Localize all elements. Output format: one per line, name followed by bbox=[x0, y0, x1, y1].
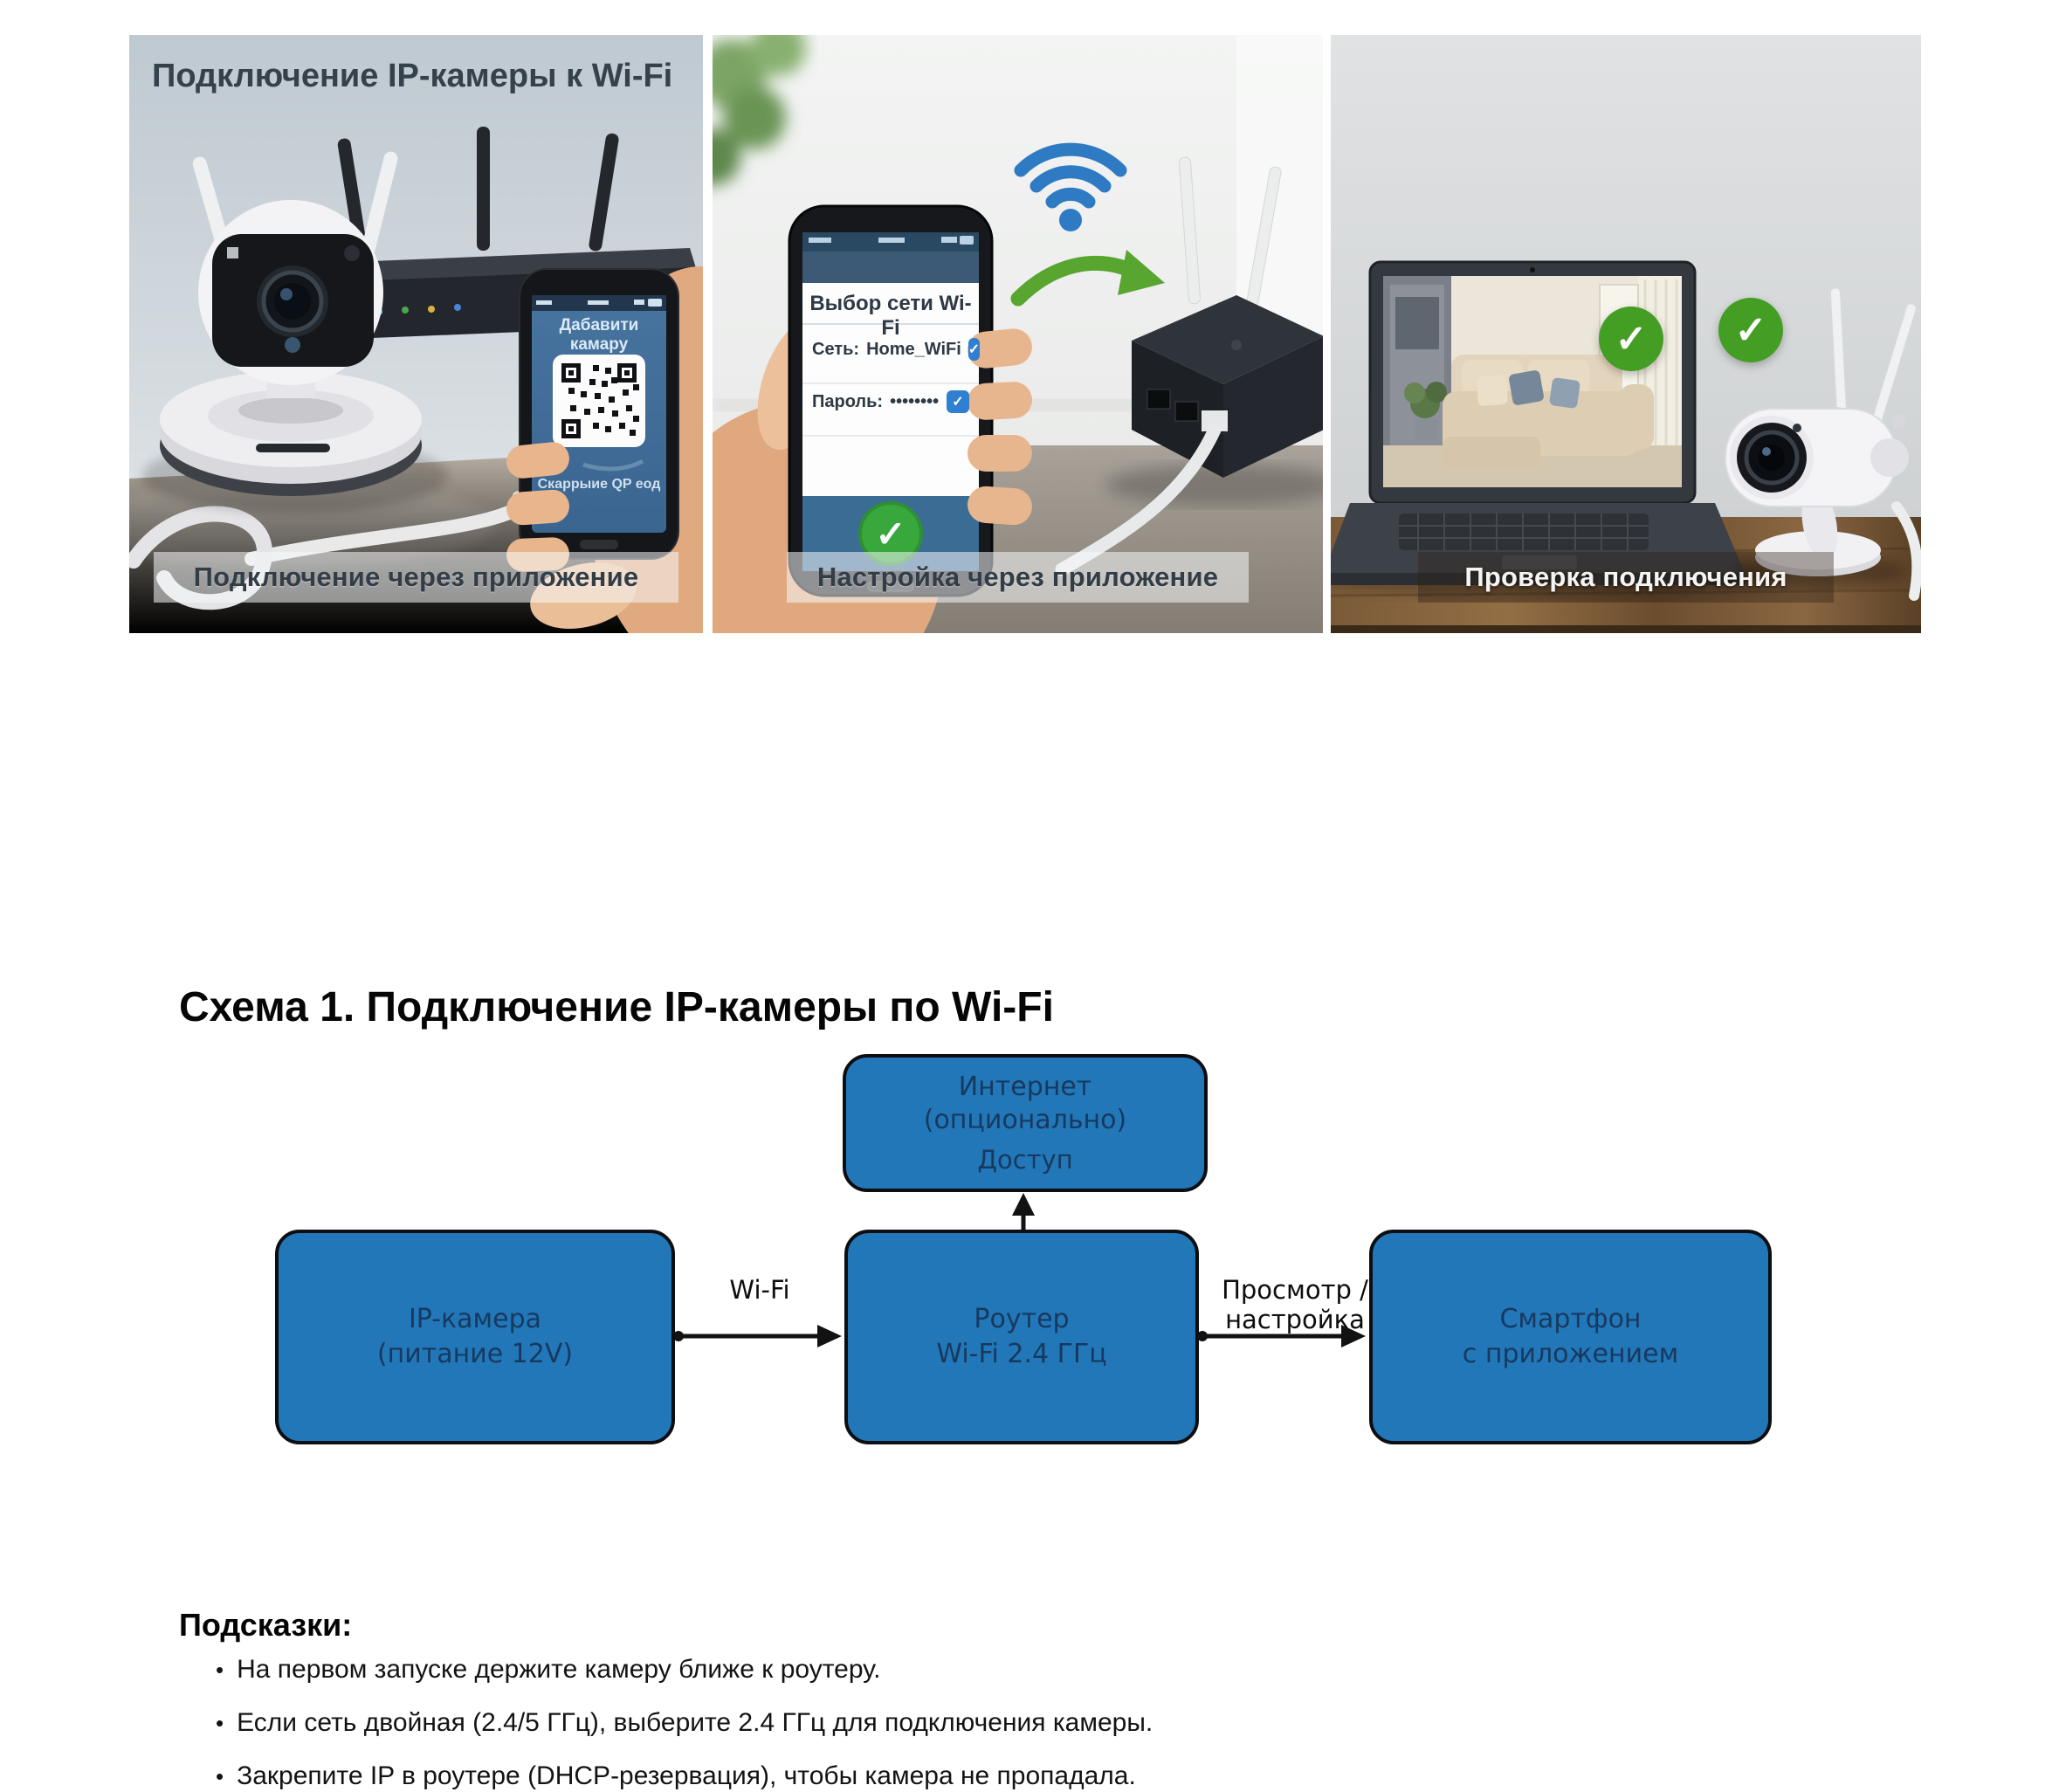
check-badge-icon: ✓ bbox=[1718, 298, 1783, 362]
node-ip-camera: IP-камера (питание 12V) bbox=[275, 1230, 675, 1444]
phone2-screen-title: Выбор сети Wi-Fi bbox=[809, 292, 972, 340]
node-smartphone-line2: с приложением bbox=[1462, 1339, 1679, 1369]
photo1-title-overlay: Подключение IP-камеры к Wi-Fi bbox=[152, 58, 673, 94]
tips-heading: Подсказки: bbox=[179, 1607, 353, 1643]
password-value: •••••••• bbox=[890, 391, 940, 411]
node-smartphone: Смартфон с приложением bbox=[1369, 1230, 1772, 1444]
edge-label-wifi: Wi-Fi bbox=[729, 1275, 790, 1305]
network-label: Сеть: bbox=[812, 339, 860, 359]
arrow-right-icon bbox=[1010, 250, 1165, 307]
hand-with-phone bbox=[506, 266, 703, 633]
photo1-caption: Подключение через приложение bbox=[154, 552, 678, 603]
bullet-icon: • bbox=[216, 1710, 224, 1736]
node-camera-line1: IP-камера bbox=[408, 1304, 542, 1334]
photo1-caption-text: Подключение через приложение bbox=[193, 562, 639, 592]
phone2-password-row: Пароль: •••••••• ✓ bbox=[812, 390, 969, 413]
qr-code-icon bbox=[553, 355, 645, 447]
node-router-line2: Wi-Fi 2.4 ГГц bbox=[936, 1339, 1107, 1369]
node-router: Роутер Wi-Fi 2.4 ГГц bbox=[844, 1230, 1199, 1444]
photo-check-connection: ✓ ✓ Проверка подключения bbox=[1331, 35, 1921, 633]
ip-camera-icon bbox=[1725, 287, 1921, 601]
router-icon bbox=[1055, 156, 1323, 576]
photo2-caption: Настройка через приложение bbox=[787, 552, 1249, 603]
node-internet-line3: Доступ bbox=[977, 1144, 1073, 1175]
photo-connect-via-app: Подключение IP-камеры к Wi-Fi Дабавити к… bbox=[129, 35, 703, 633]
bullet-icon: • bbox=[216, 1657, 224, 1683]
ip-camera-icon bbox=[142, 151, 448, 513]
tip-text: Закрепите IP в роутере (DHCP-резервация)… bbox=[237, 1761, 1136, 1790]
node-smartphone-line1: Смартфон bbox=[1499, 1304, 1642, 1334]
diagram-heading: Схема 1. Подключение IP-камеры по Wi-Fi bbox=[179, 984, 1054, 1030]
check-badge-icon: ✓ bbox=[1599, 307, 1663, 371]
node-internet-line1: Интернет bbox=[958, 1071, 1092, 1102]
node-router-line1: Роутер bbox=[974, 1304, 1070, 1334]
tip-item: • На первом запуске держите камеру ближе… bbox=[216, 1656, 1153, 1684]
tips-list: • На первом запуске держите камеру ближе… bbox=[216, 1656, 1153, 1792]
phone2-network-row: Сеть: Home_WiFi ✓ bbox=[812, 338, 981, 361]
tip-text: Если сеть двойная (2.4/5 ГГц), выберите … bbox=[237, 1708, 1153, 1737]
tip-item: • Если сеть двойная (2.4/5 ГГц), выберит… bbox=[216, 1709, 1153, 1737]
laptop-icon bbox=[1331, 260, 1780, 597]
plant-icon bbox=[713, 35, 806, 185]
tip-item: • Закрепите IP в роутере (DHCP-резерваци… bbox=[216, 1762, 1153, 1790]
photo2-caption-text: Настройка через приложение bbox=[816, 562, 1219, 592]
node-internet-line2: (опционально) bbox=[923, 1104, 1127, 1135]
fingers bbox=[968, 328, 1032, 526]
tip-text: На первом запуске держите камеру ближе к… bbox=[237, 1655, 881, 1684]
photo3-scene bbox=[1331, 35, 1921, 633]
bullet-icon: • bbox=[216, 1763, 224, 1789]
node-internet: Интернет (опционально) Доступ bbox=[843, 1054, 1208, 1192]
edge-label-view-setup: Просмотр / настройка bbox=[1222, 1275, 1368, 1334]
phone1-app-header: Дабавити камару bbox=[559, 316, 639, 354]
photo3-caption: Проверка подключения bbox=[1418, 552, 1834, 603]
photo-setup-via-app: Выбор сети Wi-Fi Сеть: Home_WiFi ✓ Парол… bbox=[713, 35, 1323, 633]
node-camera-line2: (питание 12V) bbox=[376, 1339, 574, 1369]
checkbox-checked-icon: ✓ bbox=[968, 338, 981, 361]
photo3-caption-text: Проверка подключения bbox=[1464, 562, 1787, 592]
password-label: Пароль: bbox=[812, 391, 884, 411]
wifi-icon bbox=[1014, 142, 1127, 231]
network-value: Home_WiFi bbox=[866, 339, 961, 359]
phone1-app-footer: Скаррыие QP еод bbox=[537, 477, 661, 492]
checkbox-checked-icon: ✓ bbox=[947, 390, 969, 413]
